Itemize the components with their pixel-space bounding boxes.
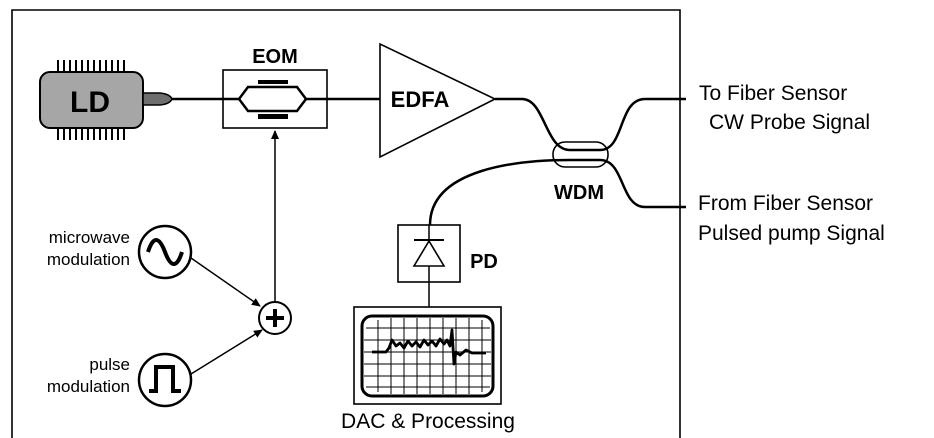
pulse-label-line1: pulse [89, 355, 130, 374]
enclosure-box [11, 9, 681, 438]
ld-top-pins [57, 60, 125, 73]
from-sensor-line2: Pulsed pump Signal [698, 222, 885, 245]
dac-screen-grid [364, 318, 491, 394]
to-sensor-line1: To Fiber Sensor [699, 82, 847, 105]
ld-label: LD [70, 86, 110, 119]
eom-electrode-bottom [258, 114, 288, 119]
pulse-label-line2: modulation [47, 377, 130, 396]
eom-modulator: EOM [222, 46, 328, 129]
photodiode: PD [397, 224, 498, 283]
fiber-edfa-to-sensor [495, 97, 686, 152]
wdm-coupler: WDM [552, 141, 609, 204]
arrow-microwave-to-sum [190, 257, 261, 307]
wdm-capsule [552, 141, 609, 168]
square-pulse-icon [149, 365, 181, 393]
summing-junction [258, 301, 292, 335]
microwave-source [137, 224, 193, 280]
from-sensor-line1: From Fiber Sensor [698, 192, 873, 215]
wdm-label: WDM [554, 182, 604, 204]
pulse-source [137, 352, 193, 408]
ld-pigtail [142, 92, 173, 106]
dac-processing-unit: DAC & Processing [341, 306, 515, 433]
eom-label: EOM [252, 46, 298, 68]
eom-arm-bottom [238, 98, 307, 113]
dac-label: DAC & Processing [341, 410, 515, 433]
edfa-amplifier: EDFA [379, 42, 497, 159]
pd-label: PD [470, 251, 498, 273]
edfa-triangle [379, 42, 497, 159]
to-sensor-line2: CW Probe Signal [709, 111, 870, 134]
pulse-source-circle [137, 352, 193, 408]
arrow-pulse-to-sum [190, 329, 263, 375]
eom-arm-top [223, 85, 327, 101]
edfa-label: EDFA [391, 87, 450, 112]
fiber-sensor-to-pd [428, 158, 686, 226]
microwave-label-line1: microwave [49, 228, 130, 247]
eom-electrode-top [258, 80, 288, 84]
dac-waveform [372, 328, 486, 366]
laser-diode: LD [39, 60, 173, 140]
sine-wave-icon [146, 238, 184, 266]
microwave-label-line2: modulation [47, 250, 130, 269]
